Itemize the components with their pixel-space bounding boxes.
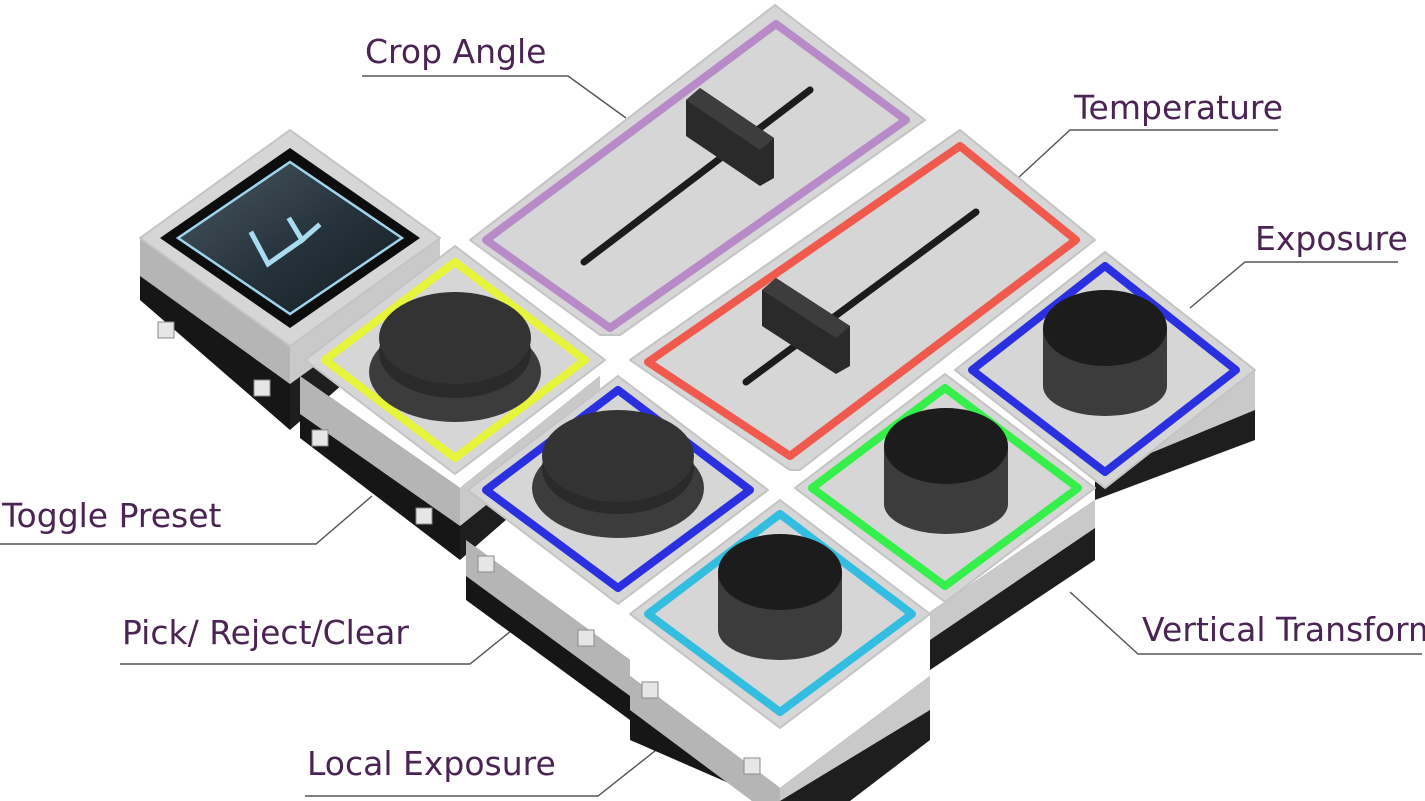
vertical-transform-leader xyxy=(1069,591,1422,655)
label-vertical-transform: Vertical Transform xyxy=(1142,610,1425,649)
temperature-module xyxy=(629,129,1096,471)
label-toggle-preset: Toggle Preset xyxy=(1,496,222,535)
crop-angle-leader xyxy=(362,75,627,119)
label-temperature: Temperature xyxy=(1073,88,1283,127)
button-icon xyxy=(369,292,541,422)
button-icon xyxy=(532,410,704,538)
dial-icon xyxy=(1043,290,1167,416)
local-exposure-module xyxy=(629,499,931,801)
slider-icon xyxy=(580,86,814,266)
label-exposure: Exposure xyxy=(1255,219,1408,258)
label-local-exposure: Local Exposure xyxy=(307,744,556,783)
vertical-transform-module xyxy=(794,373,1096,670)
label-pick-reject-clear: Pick/ Reject/Clear xyxy=(122,613,409,652)
exposure-module xyxy=(954,251,1256,500)
leader-lines xyxy=(0,75,1422,797)
pick-reject-clear-module xyxy=(466,375,769,720)
label-crop-angle: Crop Angle xyxy=(365,32,546,71)
exposure-leader xyxy=(1189,261,1398,309)
dial-icon xyxy=(884,408,1008,534)
toggle-preset-leader xyxy=(0,495,373,545)
dial-icon xyxy=(718,534,842,660)
toggle-preset-module xyxy=(300,245,606,560)
temperature-leader xyxy=(1017,129,1278,179)
crop-angle-module xyxy=(469,4,926,336)
slider-icon xyxy=(742,208,980,386)
lightroom-logo-icon xyxy=(248,216,322,268)
